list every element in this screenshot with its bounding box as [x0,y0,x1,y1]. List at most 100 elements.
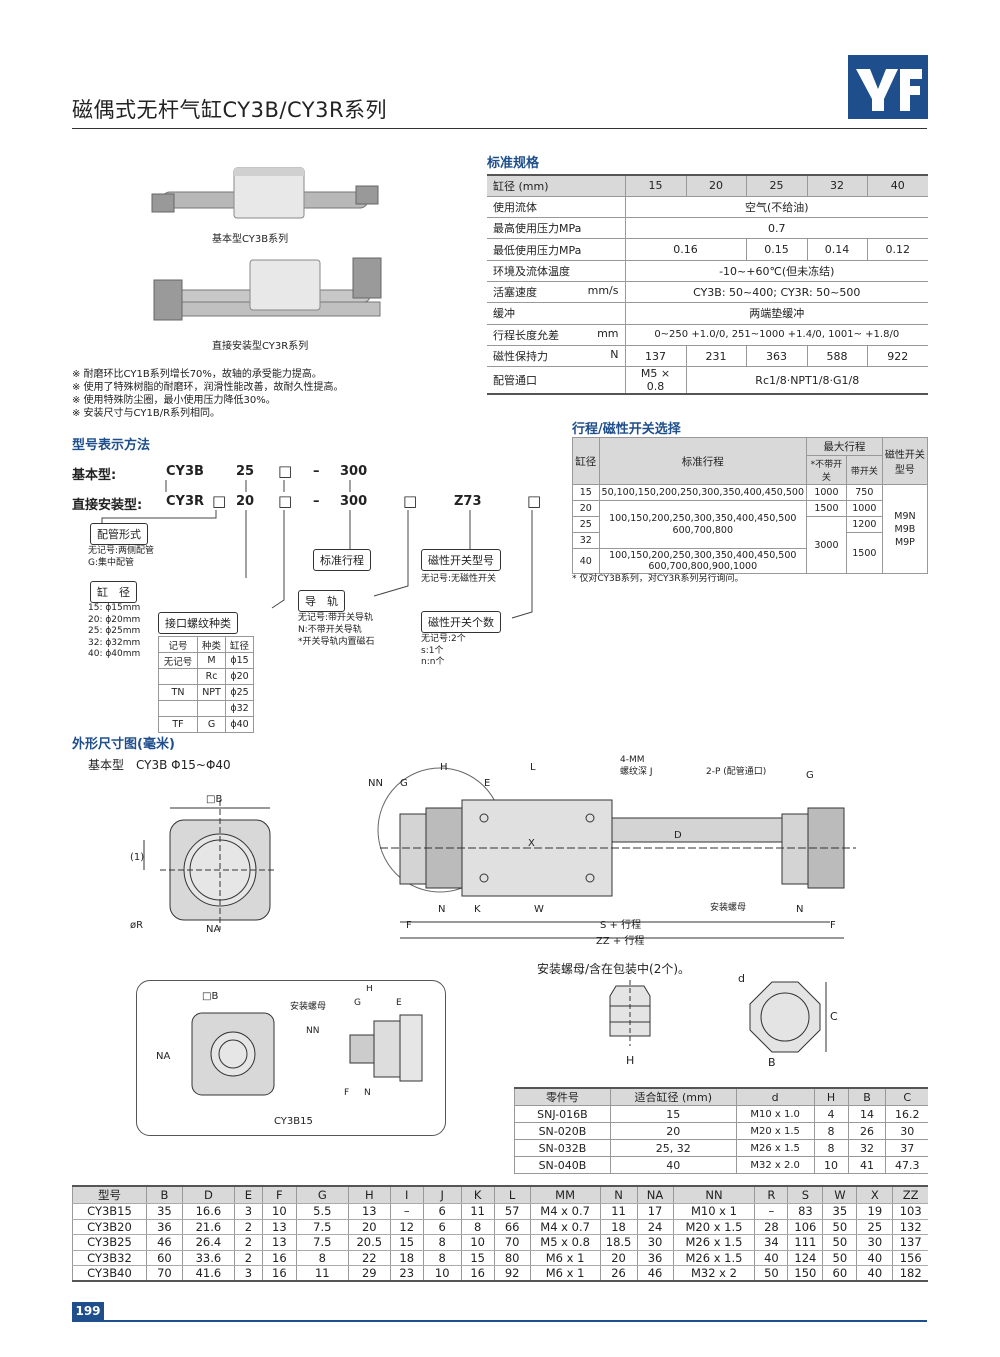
dim-cell: 16 [261,1265,297,1282]
dim-cell: 57 [493,1203,531,1220]
inset-F-label: F [344,1088,349,1098]
dim-cell: 21.6 [181,1219,235,1235]
spec-value: 922 [866,345,928,368]
nut-head: C [885,1087,928,1106]
dim-cell: M4 x 0.7 [529,1203,601,1220]
thread-cell: ϕ40 [225,716,254,733]
nut-cell: 32 [847,1139,886,1157]
col-bore: 缸径 [572,437,600,485]
dim-head: L [493,1185,531,1204]
dim-cell: 6 [422,1219,462,1235]
spec-value: -10~+60℃(但未冻结) [624,260,928,282]
switch-model: M9N [894,510,916,522]
dim-cell: 6 [422,1203,462,1220]
inset-nut-label: 安装螺母 [290,1000,326,1012]
dim-head: W [822,1185,857,1204]
note-item: ※ 使用了特殊树脂的耐磨环，润滑性能改善，故耐久性提高。 [72,382,344,393]
feature-notes: ※ 耐磨环比CY1B系列增长70%，故轴的承受能力提高。 ※ 使用了特殊树脂的耐… [72,368,344,420]
dim-cell: 83 [787,1203,823,1220]
spec-header-row: 缸径 (mm) 15 20 25 32 40 [487,173,928,197]
spec-heading: 标准规格 [487,156,540,171]
nut-cell: 10 [813,1156,849,1174]
dim-cell: 137 [892,1234,928,1251]
stroke-cell: 1500 [845,532,883,574]
dim-cell: 106 [787,1219,823,1235]
spec-row: 使用流体空气(不给油) [487,196,928,219]
col-with-switch: 带开关 [845,455,883,485]
dim-cell: 11 [295,1265,349,1282]
dim-cell: 36 [145,1219,183,1235]
spec-value: 0~250 +1.0/0, 251~1000 +1.4/0, 1001~ +1.… [624,324,928,346]
spec-label: 使用流体 [487,196,625,219]
bore-col: 40 [866,173,928,197]
dim-cell: 103 [892,1203,928,1220]
spec-value: Rc1/8·NPT1/8·G1/8 [685,366,928,396]
dim-cell: CY3B20 [72,1219,147,1235]
dim-cell: 8 [460,1219,495,1235]
col-no-switch: *不带开关 [806,455,847,485]
spec-value: 两端垫缓冲 [624,302,928,325]
dim-cell: 11 [599,1203,638,1220]
spec-value: M5 × 0.8 [624,366,686,396]
dim-cell: 11 [460,1203,495,1220]
dim-cell: 8 [295,1250,349,1266]
spec-value: 0.7 [624,217,928,240]
dim-head: H [347,1185,391,1204]
dim-cell: 15 [460,1250,495,1266]
dim-H-label: H [440,762,448,773]
stroke-std-line: 600,700,800 [672,524,733,536]
nut-cell: M20 x 1.5 [735,1122,815,1140]
dim-cell: 20 [599,1250,638,1266]
piping-line: G:集中配管 [88,558,135,568]
dim-cell: M26 x 1.5 [672,1250,755,1266]
dim-MM2-label: 螺纹深 J [620,765,653,777]
dim-cell: 46 [145,1234,183,1251]
stroke-cell: 25 [572,516,600,533]
spec-label: 最低使用压力MPa [487,238,625,261]
dim-cell: CY3B15 [72,1203,147,1220]
dim-cell: 26.4 [181,1234,235,1251]
dim-cell: CY3B25 [72,1234,147,1251]
dim-head: NA [636,1185,674,1204]
thread-cell [157,668,199,685]
thread-cell: ϕ20 [225,668,254,685]
nut-head: H [813,1087,849,1106]
dim-cell: 70 [493,1234,531,1251]
page-title: 磁偶式无杆气缸CY3B/CY3R系列 [72,98,388,122]
thread-cell [157,700,199,717]
dim-cell: 150 [787,1265,823,1282]
dim-head: MM [529,1185,601,1204]
dimension-subtitle: 基本型 CY3B Φ15~Φ40 [88,758,231,772]
spec-header-label: 缸径 (mm) [487,173,625,197]
dim-L-label: L [530,762,536,773]
spec-value: 0.14 [806,238,867,261]
spec-value: 231 [685,345,746,368]
stroke-cell: 20 [572,500,600,517]
nut-cell: 15 [609,1105,737,1123]
spec-label: 最高使用压力MPa [487,217,625,240]
code-bore: 20 [236,494,255,509]
dim-cell: 40 [856,1265,893,1282]
dim-cell: 17 [636,1203,674,1220]
nut-cell: 26 [847,1122,886,1140]
dim-cell: – [389,1203,424,1220]
inset-N-label: N [364,1088,371,1098]
qty-line: 无记号:2个 [421,634,466,644]
code-slot: □ [527,492,542,510]
note-item: ※ 耐磨环比CY1B系列增长70%，故轴的承受能力提高。 [72,369,322,380]
dim-cell: 156 [892,1250,928,1266]
